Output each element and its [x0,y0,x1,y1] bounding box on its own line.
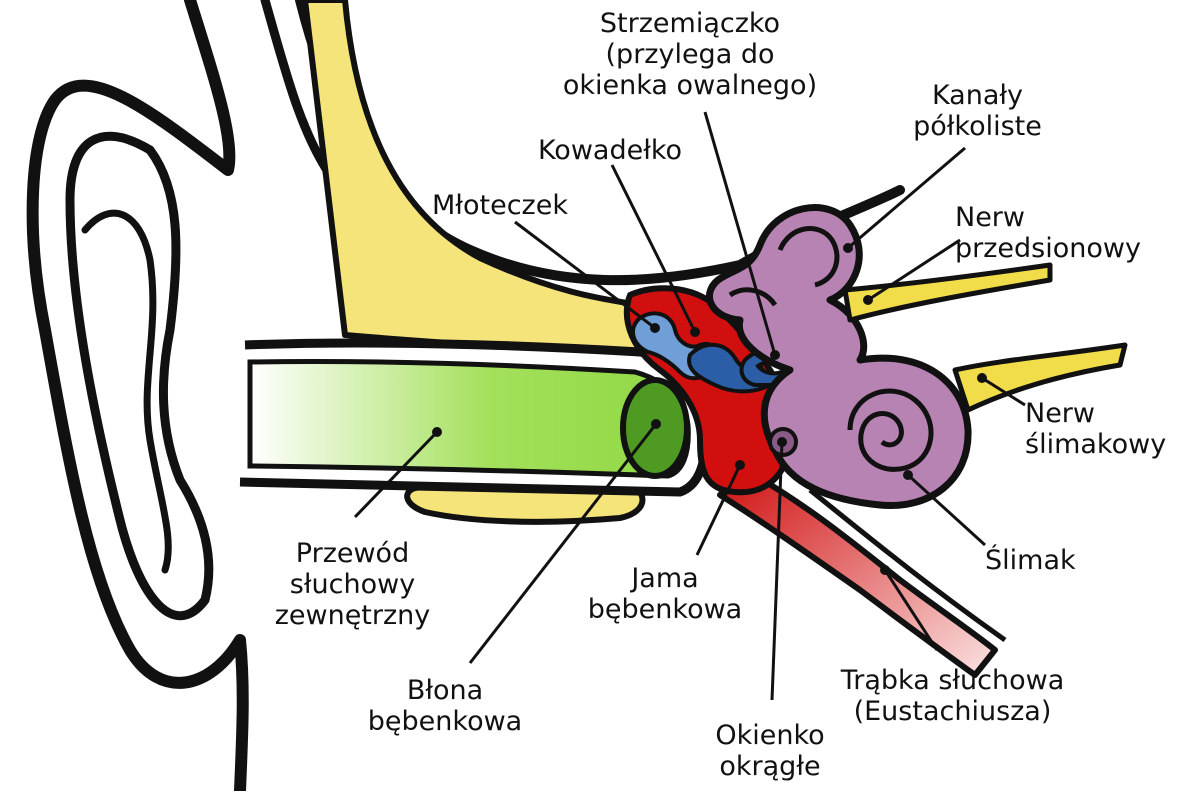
inner-ear [706,204,972,510]
label-eardrum: Błona bębenkowa [367,675,523,737]
label-eustachian-tube: Trąbka słuchowa (Eustachiusza) [840,665,1065,727]
label-tympanic-cavity: Jama bębenkowa [587,563,743,625]
label-vestibular-nerve: Nerw przedsionowy [955,202,1141,264]
label-cochlea: Ślimak [985,545,1076,576]
label-ear-canal: Przewód słuchowy zewnętrzny [274,538,431,631]
label-round-window: Okienko okrągłe [715,720,825,782]
tube-wall-line [808,488,1007,643]
cochlear-nerve [952,342,1128,413]
label-incus: Kowadełko [537,135,683,166]
label-semicircular-canals: Kanały półkoliste [913,80,1042,142]
leader-dots [432,243,987,575]
eustachian-tube [717,467,998,678]
label-stapes: Strzemiączko (przylega do okienka owalne… [562,8,818,101]
leader-lines [353,111,1026,701]
auricle [26,0,335,796]
vestibular-nerve [842,262,1053,323]
label-cochlear-nerve: Nerw ślimakowy [1025,398,1167,460]
label-malleus: Młoteczek [432,190,568,221]
